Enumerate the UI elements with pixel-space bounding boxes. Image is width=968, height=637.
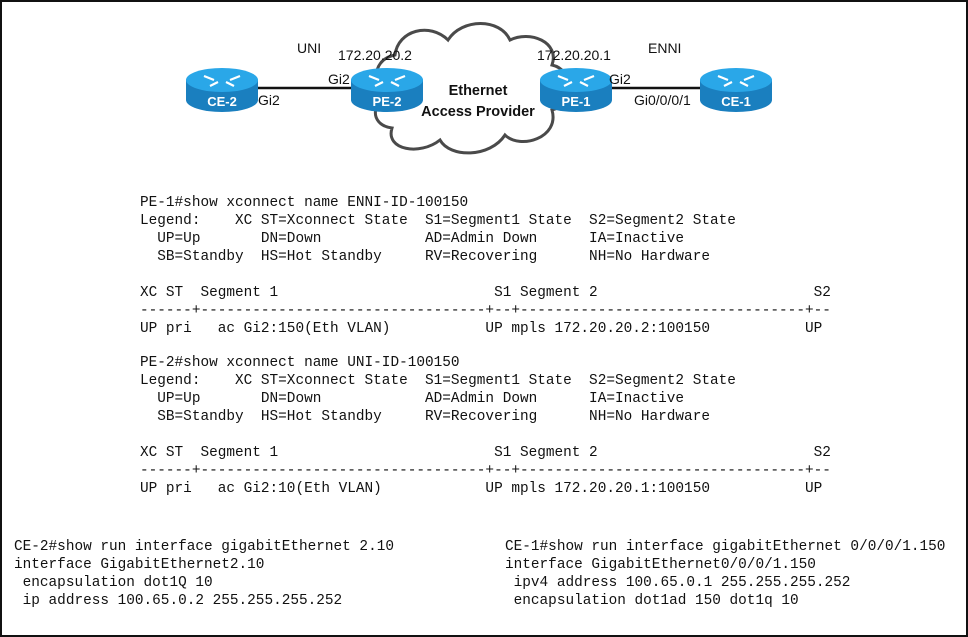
router-ce1-icon xyxy=(700,68,772,112)
pe1-table-row: UP pri ac Gi2:150(Eth VLAN) UP mpls 172.… xyxy=(140,321,823,337)
pe2-legend-line2: UP=Up DN=Down AD=Admin Down IA=Inactive xyxy=(140,391,685,407)
ce2-interface-label: Gi2 xyxy=(258,92,280,108)
ce2-config-line3: encapsulation dot1Q 10 xyxy=(14,575,213,591)
pe2-table-header: XC ST Segment 1 S1 Segment 2 S2 xyxy=(140,445,831,461)
pe1-command: PE-1#show xconnect name ENNI-ID-100150 xyxy=(140,195,469,211)
router-pe2-icon xyxy=(351,68,423,112)
pe1-legend-line1: Legend: XC ST=Xconnect State S1=Segment1… xyxy=(140,213,736,229)
network-topology: CE-2 PE-2 PE-1 CE-1 Ethernet Access Prov… xyxy=(186,22,772,155)
pe2-legend-line3: SB=Standby HS=Hot Standby RV=Recovering … xyxy=(140,409,710,425)
router-ce2-icon xyxy=(186,68,258,112)
pe1-table-separator: ------+---------------------------------… xyxy=(140,303,831,319)
enni-label: ENNI xyxy=(648,40,682,56)
ce2-config-line1: CE-2#show run interface gigabitEthernet … xyxy=(14,539,394,555)
pe1-ip-label: 172.20.20.1 xyxy=(537,47,611,63)
pe2-ip-label: 172.20.20.2 xyxy=(338,47,412,63)
router-ce2-label: CE-2 xyxy=(207,94,237,109)
router-ce1-label: CE-1 xyxy=(721,94,751,109)
ce1-config-line2: interface GigabitEthernet0/0/0/1.150 xyxy=(505,557,816,573)
pe1-legend-line2: UP=Up DN=Down AD=Admin Down IA=Inactive xyxy=(140,231,685,247)
router-pe1-label: PE-1 xyxy=(562,94,591,109)
pe2-table-separator: ------+---------------------------------… xyxy=(140,463,831,479)
pe2-command: PE-2#show xconnect name UNI-ID-100150 xyxy=(140,355,460,371)
pe2-interface-label: Gi2 xyxy=(328,71,350,87)
pe1-legend-line3: SB=Standby HS=Hot Standby RV=Recovering … xyxy=(140,249,710,265)
pe2-table-row: UP pri ac Gi2:10(Eth VLAN) UP mpls 172.2… xyxy=(140,481,823,497)
router-pe2-label: PE-2 xyxy=(373,94,402,109)
uni-label: UNI xyxy=(297,40,322,56)
ce1-config-line3: ipv4 address 100.65.0.1 255.255.255.252 xyxy=(505,575,851,591)
cloud-label-line1: Ethernet xyxy=(449,83,508,99)
pe1-interface-label: Gi2 xyxy=(609,71,631,87)
ce2-config-line4: ip address 100.65.0.2 255.255.255.252 xyxy=(14,593,343,609)
cloud-label-line2: Access Provider xyxy=(421,104,535,120)
ce1-config-line4: encapsulation dot1ad 150 dot1q 10 xyxy=(505,593,799,609)
ce2-config-line2: interface GigabitEthernet2.10 xyxy=(14,557,265,573)
router-pe1-icon xyxy=(540,68,612,112)
ce1-config-line1: CE-1#show run interface gigabitEthernet … xyxy=(505,539,946,555)
ce1-interface-label: Gi0/0/0/1 xyxy=(634,92,691,108)
pe1-table-header: XC ST Segment 1 S1 Segment 2 S2 xyxy=(140,285,831,301)
pe2-legend-line1: Legend: XC ST=Xconnect State S1=Segment1… xyxy=(140,373,736,389)
